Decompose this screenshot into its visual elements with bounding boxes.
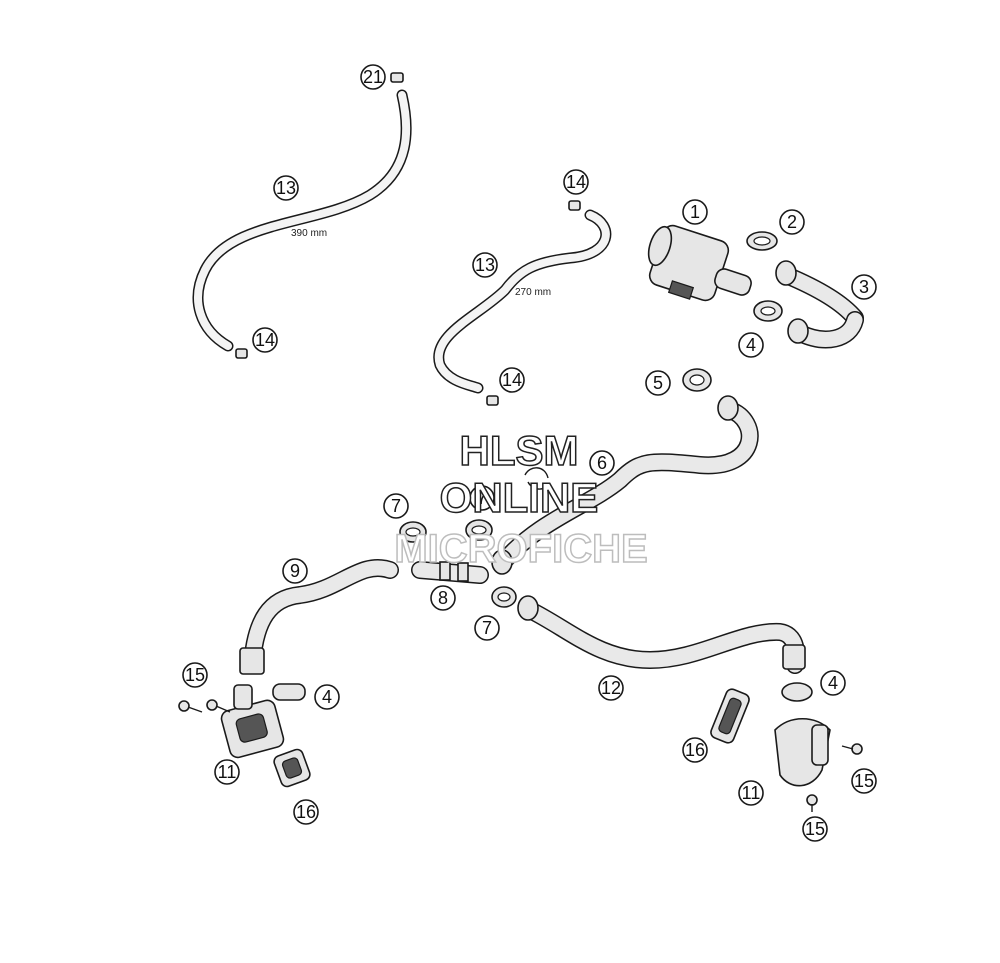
svg-text:14: 14 [566,172,586,192]
svg-text:15: 15 [805,819,825,839]
callout-16b: 16 [682,737,708,763]
hose-clamp-14a [235,348,248,359]
screw-15b [206,699,231,713]
callout-4c: 4 [820,670,846,696]
vent-hose-long [192,89,412,352]
clip-6 [524,467,549,490]
callout-3: 3 [851,274,877,300]
hose-clamp-4b [272,683,306,701]
svg-text:16: 16 [685,740,705,760]
svg-text:5: 5 [653,373,663,393]
hose-6 [491,395,759,575]
screw-15d [806,794,818,812]
reed-valve-cover-left [220,684,285,759]
callout-14b: 14 [563,169,589,195]
hose-clamp-14c [486,395,499,406]
hose-clamp-2 [746,231,778,251]
svg-text:12: 12 [601,678,621,698]
callout-13b: 13 [472,252,498,278]
svg-text:4: 4 [828,673,838,693]
reed-valve-gasket-right [710,688,750,744]
svg-text:7: 7 [391,496,401,516]
callout-11b: 11 [738,780,764,806]
callout-8: 8 [430,585,456,611]
screw-15a [178,700,203,713]
callout-15a: 15 [182,662,208,688]
callout-6: 6 [589,450,615,476]
svg-text:6: 6 [597,453,607,473]
callout-9: 9 [282,558,308,584]
hose-clamp-21 [390,72,404,83]
hose-9 [239,559,399,675]
callout-7a: 7 [383,493,409,519]
svg-text:HLSM: HLSM [460,427,579,474]
svg-text:2: 2 [787,212,797,232]
watermark: HLSM ONLINE MICROFICHE [394,426,649,572]
callout-15c: 15 [802,816,828,842]
svg-text:7: 7 [477,488,487,508]
svg-text:13: 13 [276,178,296,198]
callout-7b: 7 [469,485,495,511]
svg-text:11: 11 [742,783,761,803]
svg-text:MICROFICHE: MICROFICHE [394,527,647,571]
callout-4a: 4 [738,332,764,358]
svg-text:14: 14 [502,370,522,390]
screw-15c [841,743,863,755]
callout-12: 12 [598,675,624,701]
svg-text:16: 16 [296,802,316,822]
svg-text:21: 21 [363,67,383,87]
svg-text:15: 15 [854,771,874,791]
dimension-label-long: 390 mm [291,228,327,239]
hose-clamp-14b [568,200,581,211]
callout-2: 2 [779,209,805,235]
secondary-air-filter [647,224,752,302]
y-hose-3 [775,260,864,349]
callout-14a: 14 [252,327,278,353]
svg-text:9: 9 [290,561,300,581]
hose-clamp-4a [753,300,783,322]
connector-8 [411,561,489,584]
svg-text:4: 4 [746,335,756,355]
svg-text:ONLINE: ONLINE [440,474,599,521]
callout-1: 1 [682,199,708,225]
hose-clamp-7a [399,521,427,543]
svg-text:15: 15 [185,665,205,685]
dimension-label-short: 270 mm [515,287,551,298]
callout-15b: 15 [851,768,877,794]
callout-21: 21 [360,64,386,90]
svg-text:1: 1 [690,202,700,222]
hose-clamp-7b [465,519,493,541]
svg-text:11: 11 [218,762,237,782]
hose-clamp-5 [682,368,712,392]
reed-valve-gasket-left [273,748,311,788]
callout-4b: 4 [314,684,340,710]
reed-valve-cover-right [774,718,831,787]
callout-16a: 16 [293,799,319,825]
svg-text:3: 3 [859,277,869,297]
vent-hose-short [433,209,612,394]
svg-text:13: 13 [475,255,495,275]
callout-5: 5 [645,370,671,396]
hose-clamp-7c [491,586,517,608]
svg-text:4: 4 [322,687,332,707]
hose-12 [517,595,806,674]
svg-text:7: 7 [482,618,492,638]
callout-11a: 11 [214,759,240,785]
svg-text:8: 8 [438,588,448,608]
callout-13a: 13 [273,175,299,201]
callout-7c: 7 [474,615,500,641]
hose-clamp-4c [781,682,813,702]
svg-text:14: 14 [255,330,275,350]
callout-14c: 14 [499,367,525,393]
